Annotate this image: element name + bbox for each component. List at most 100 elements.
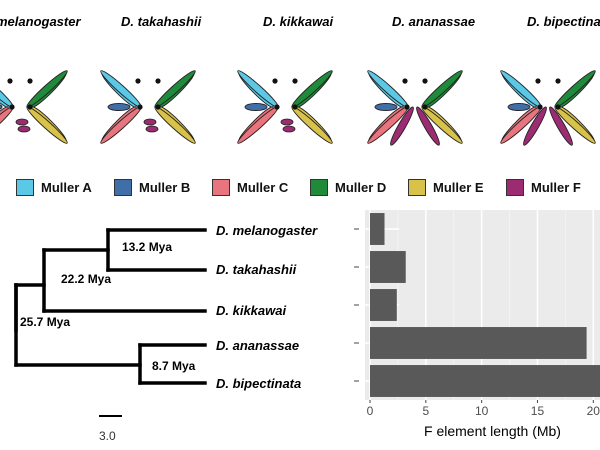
legend-item-muller-d: Muller D [310, 177, 386, 197]
legend-item-muller-a: Muller A [16, 177, 92, 197]
legend-label: Muller A [41, 179, 92, 195]
bar-kikkawai [370, 289, 397, 321]
node-label-22-2: 22.2 Mya [61, 272, 111, 286]
legend-swatch [114, 178, 132, 196]
muller-f-dot [145, 125, 159, 133]
centromere-dot [555, 78, 561, 84]
centromere-dot [155, 104, 161, 110]
centromere-dot [272, 78, 278, 84]
muller-f-dot [17, 125, 31, 133]
muller-e-arm [421, 106, 463, 144]
centromere-dot [404, 104, 410, 110]
muller-f-dot [280, 118, 294, 126]
node-label-8-7: 8.7 Mya [152, 359, 196, 373]
karyotype-bipectinata [500, 70, 596, 146]
centromere-dot [292, 104, 298, 110]
muller-f-arm [416, 106, 440, 146]
species-label-ananassae: D. ananassae [392, 14, 476, 29]
phylogenetic-tree: 13.2 Mya 22.2 Mya 25.7 Mya 8.7 Mya D. me… [14, 223, 318, 443]
tip-label-melanogaster: D. melanogaster [216, 223, 318, 238]
centromere-dot [422, 78, 428, 84]
species-label-bipectinata: D. bipectinata [527, 14, 600, 29]
legend-swatch [16, 178, 34, 196]
node-label-25-7: 25.7 Mya [20, 315, 70, 329]
centromere-dot [555, 104, 561, 110]
muller-b-arm [507, 102, 531, 112]
muller-f-dot [282, 125, 296, 133]
muller-b-arm [244, 102, 268, 112]
centromere-dot [9, 104, 15, 110]
muller-f-dot [15, 118, 29, 126]
tip-label-ananassae: D. ananassae [216, 338, 299, 353]
centromere-dot [537, 104, 543, 110]
bar-ananassae [370, 327, 587, 359]
centromere-dot [135, 78, 141, 84]
legend-item-muller-e: Muller E [408, 177, 484, 197]
tree-branches [14, 228, 207, 417]
muller-d-arm [291, 70, 333, 108]
muller-c-arm [0, 106, 9, 142]
x-tick-label: 5 [422, 404, 429, 418]
species-label-melanogaster: melanogaster [0, 14, 81, 29]
x-axis-title: F element length (Mb) [424, 423, 561, 439]
x-tick-label: 15 [531, 404, 545, 418]
legend-item-muller-f: Muller F [506, 177, 581, 197]
muller-b-arm [0, 104, 3, 110]
tip-label-kikkawai: D. kikkawai [216, 303, 286, 318]
centromere-dot [402, 78, 408, 84]
legend-label: Muller E [433, 179, 484, 195]
muller-f-arm [549, 106, 573, 146]
muller-d-arm [554, 70, 596, 108]
centromere-dot [137, 104, 143, 110]
legend-item-muller-b: Muller B [114, 177, 190, 197]
centromere-dot [535, 78, 541, 84]
centromere-dot [27, 104, 33, 110]
muller-e-arm [291, 106, 333, 144]
muller-b-arm [107, 102, 131, 112]
muller-e-arm [154, 106, 196, 144]
muller-e-arm [554, 106, 596, 144]
muller-e-arm [26, 106, 68, 144]
legend-label: Muller C [237, 179, 289, 195]
muller-d-arm [154, 70, 196, 108]
legend-swatch [310, 178, 328, 196]
muller-b-arm [374, 102, 398, 112]
centromere-dot [292, 78, 298, 84]
x-tick-label: 10 [475, 404, 489, 418]
bar-bipectinata [370, 365, 600, 397]
bar-takahashii [370, 251, 406, 283]
muller-d-arm [26, 70, 68, 108]
legend-label: Muller F [531, 179, 581, 195]
muller-f-arm [523, 106, 547, 146]
centromere-dot [274, 104, 280, 110]
muller-f-dot [143, 118, 157, 126]
muller-d-arm [421, 70, 463, 108]
legend-label: Muller D [335, 179, 387, 195]
karyotype-kikkawai [237, 70, 333, 144]
centromere-dot [7, 78, 13, 84]
tip-label-bipectinata: D. bipectinata [216, 376, 301, 391]
legend-label: Muller B [139, 179, 191, 195]
x-tick-label: 0 [367, 404, 374, 418]
scale-label: 3.0 [99, 429, 116, 443]
centromere-dot [155, 78, 161, 84]
karyotype-melanogaster [0, 70, 68, 144]
bar-melanogaster [370, 213, 385, 245]
species-label-takahashii: D. takahashii [121, 14, 202, 29]
karyotype-ananassae [367, 70, 463, 146]
centromere-dot [422, 104, 428, 110]
tip-label-takahashii: D. takahashii [216, 262, 297, 277]
karyotype-takahashii [100, 70, 196, 144]
legend-swatch [506, 178, 524, 196]
legend-swatch [212, 178, 230, 196]
x-tick-label: 20 [587, 404, 600, 418]
species-label-kikkawai: D. kikkawai [263, 14, 334, 29]
f-element-bar-chart: 0 5 10 15 20 F element length (Mb) [354, 210, 600, 439]
karyotype-diagrams [0, 70, 596, 146]
legend-item-muller-c: Muller C [212, 177, 288, 197]
centromere-dot [27, 78, 33, 84]
node-label-13-2: 13.2 Mya [122, 240, 172, 254]
legend-swatch [408, 178, 426, 196]
muller-f-arm [390, 106, 414, 146]
